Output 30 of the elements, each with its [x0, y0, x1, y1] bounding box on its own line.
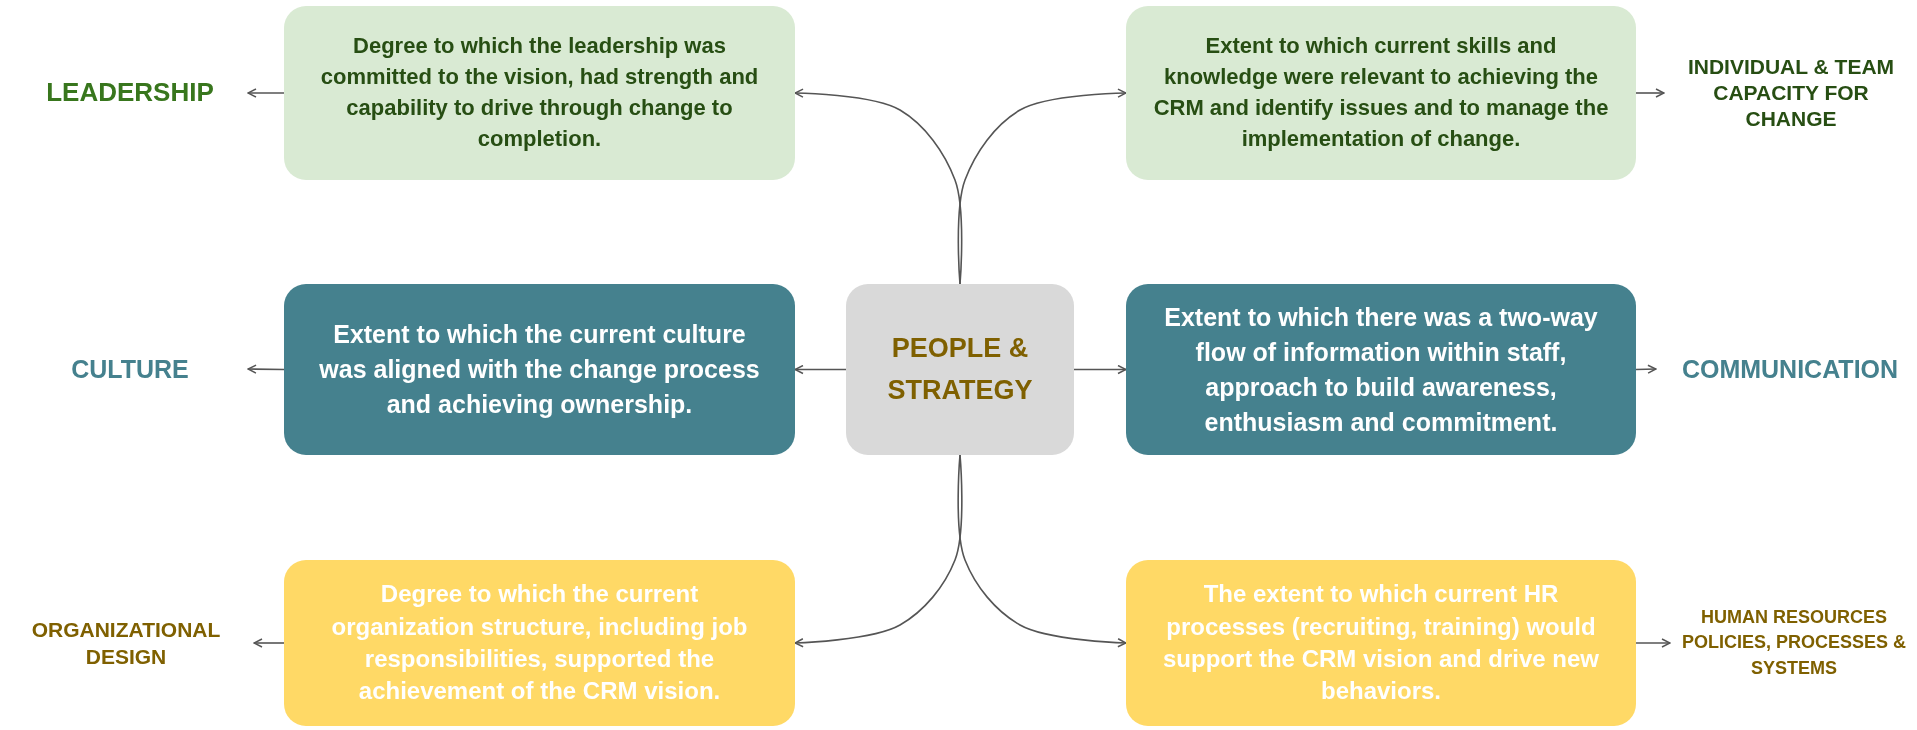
description-text: The extent to which current HR processes (recruiting, training) would support the CRM vision and drive new behaviors.	[1161, 579, 1600, 707]
arrow	[957, 454, 1127, 648]
category-label: LEADERSHIP	[20, 74, 240, 112]
description-box	[1126, 6, 1636, 180]
description-box	[1126, 560, 1636, 726]
description-box	[284, 284, 795, 455]
arrow	[1635, 88, 1665, 98]
center-title: PEOPLE & STRATEGY	[886, 331, 1034, 407]
arrow	[253, 638, 285, 648]
arrow	[1073, 364, 1127, 375]
arrow	[957, 88, 1127, 285]
description-text: Extent to which the current culture was aligned with the change process and achieving ownership.	[318, 319, 761, 420]
arrow	[247, 88, 285, 98]
category-label: HUMAN RESOURCES POLICIES, PROCESSES & SYSTEMS	[1678, 584, 1910, 702]
description-text: Degree to which the current organization structure, including job responsibilities, supported the achievement of the CRM vision.	[330, 579, 749, 707]
category-label: ORGANIZATIONAL DESIGN	[6, 612, 246, 674]
arrow	[794, 364, 847, 375]
description-text: Extent to which current skills and knowledge were relevant to achieving the CRM and identify issues and to manage the implementation of change.	[1152, 32, 1610, 153]
description-text: Extent to which there was a two-way flow of information within staff, approach to build awareness, enthusiasm and commitment.	[1163, 301, 1599, 438]
category-label: COMMUNICATION	[1664, 350, 1916, 388]
arrow	[247, 364, 285, 374]
arrow	[1635, 638, 1671, 648]
category-label: CULTURE	[20, 350, 240, 388]
description-box	[284, 6, 795, 180]
description-box	[284, 560, 795, 726]
description-text: Degree to which the leadership was committed to the vision, had strength and capability to drive through change to completion.	[319, 32, 760, 153]
arrow	[1635, 364, 1657, 374]
description-box	[1126, 284, 1636, 455]
category-label: INDIVIDUAL & TEAM CAPACITY FOR CHANGE	[1672, 26, 1910, 160]
center-box	[846, 284, 1074, 455]
